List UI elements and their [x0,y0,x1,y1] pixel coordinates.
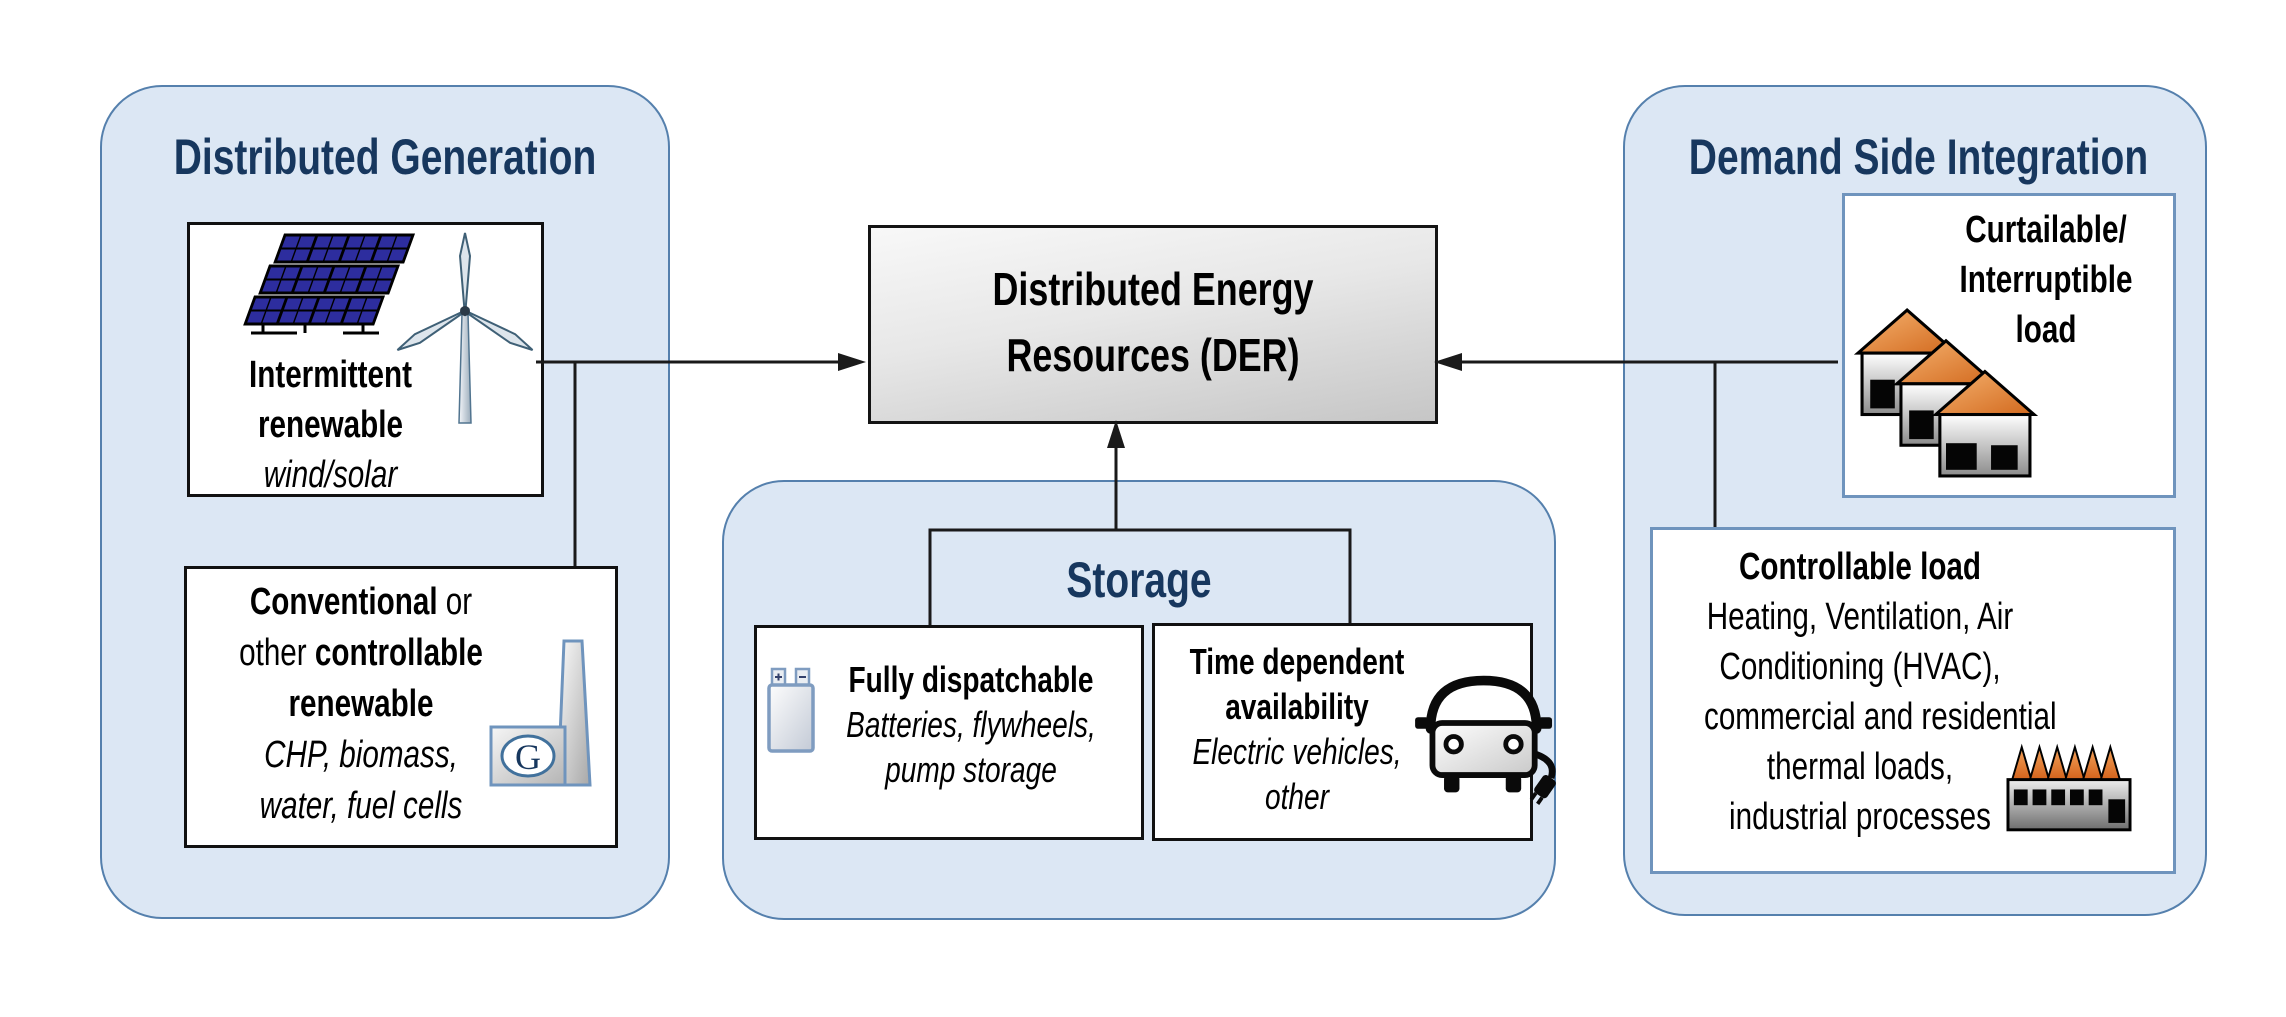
wind-turbine-icon [396,232,534,424]
intermittent-renewable-label: Intermittent renewable wind/solar [223,350,438,500]
fully-dispatchable-box: Fully dispatchable Batteries, flywheels,… [754,625,1144,840]
curtailable-load-box: Curtailable/ Interruptible load [1842,193,2176,498]
group-title-distributed-generation: Distributed Generation [173,129,597,185]
der-line1: Distributed Energy [992,263,1314,315]
electric-vehicles-line: Electric vehicles, [1192,731,1402,772]
solar-panels-icon [243,233,416,335]
group-distributed-generation: Distributed Generation [100,85,670,919]
hvac-line1: Heating, Ventilation, Air [1706,596,2014,638]
controllable-load-label: Controllable load Heating, Ventilation, … [1704,542,2057,842]
curtailable-line: Curtailable/ [1965,209,2127,251]
intermittent-line: Intermittent [248,354,413,396]
intermittent-renewable-box: Intermittent renewable wind/solar [187,222,544,497]
group-title-storage: Storage [1066,552,1212,608]
hvac-line4: thermal loads, [1766,746,1954,788]
load-line: load [2015,309,2077,351]
arrowhead-into-der-right [1434,353,1462,371]
arrowhead-into-der-left [838,353,866,371]
curtailable-load-label: Curtailable/ Interruptible load [1944,205,2148,355]
wind-solar-line: wind/solar [263,454,398,496]
generator-g-letter: G [515,737,541,777]
fully-dispatchable-label: Fully dispatchable Batteries, flywheels,… [838,657,1103,792]
other-line: other [1264,776,1330,817]
group-title-demand-side-integration: Demand Side Integration [1688,129,2149,185]
controllable-line: other controllable [239,632,483,674]
availability-line: availability [1225,686,1369,727]
der-line2: Resources (DER) [1006,329,1300,381]
time-dependent-box: Time dependent availability Electric veh… [1152,623,1556,841]
group-demand-side-integration: Demand Side Integration Curtailable/ Int… [1623,85,2207,916]
arrowhead-into-der-bottom [1107,420,1125,448]
factory-icon [2006,743,2132,832]
chp-biomass-line: CHP, biomass, [264,734,458,776]
conventional-renewable-box: Conventional or other controllable renew… [184,566,618,848]
controllable-load-box: Controllable load Heating, Ventilation, … [1650,527,2176,874]
time-dependent-label: Time dependent availability Electric veh… [1188,639,1406,819]
renewable-line2: renewable [288,683,434,725]
group-storage: Storage Fully dispatchable Batte [722,480,1556,920]
der-box: Distributed Energy Resources (DER) [868,225,1438,424]
hvac-line5: industrial processes [1729,796,1991,838]
conventional-renewable-label: Conventional or other controllable renew… [225,577,496,832]
batteries-flywheels-line: Batteries, flywheels, [846,704,1096,745]
time-dependent-line: Time dependent [1189,641,1405,682]
hvac-line2: Conditioning (HVAC), [1719,646,2001,688]
electric-vehicle-plug-icon [1415,675,1556,805]
battery-icon [767,667,815,753]
der-label: Distributed Energy Resources (DER) [933,256,1373,388]
conventional-line: Conventional or [249,581,473,623]
generator-chimney-icon: G [489,639,592,787]
water-fuelcells-line: water, fuel cells [259,785,463,827]
interruptible-line: Interruptible [1959,259,2133,301]
hvac-line3: commercial and residential [1704,696,2057,738]
renewable-line: renewable [258,404,403,446]
pump-storage-line: pump storage [885,749,1057,790]
fully-dispatchable-line: Fully dispatchable [848,659,1094,700]
controllable-load-line: Controllable load [1738,546,1982,588]
houses-icon [1853,308,2039,478]
